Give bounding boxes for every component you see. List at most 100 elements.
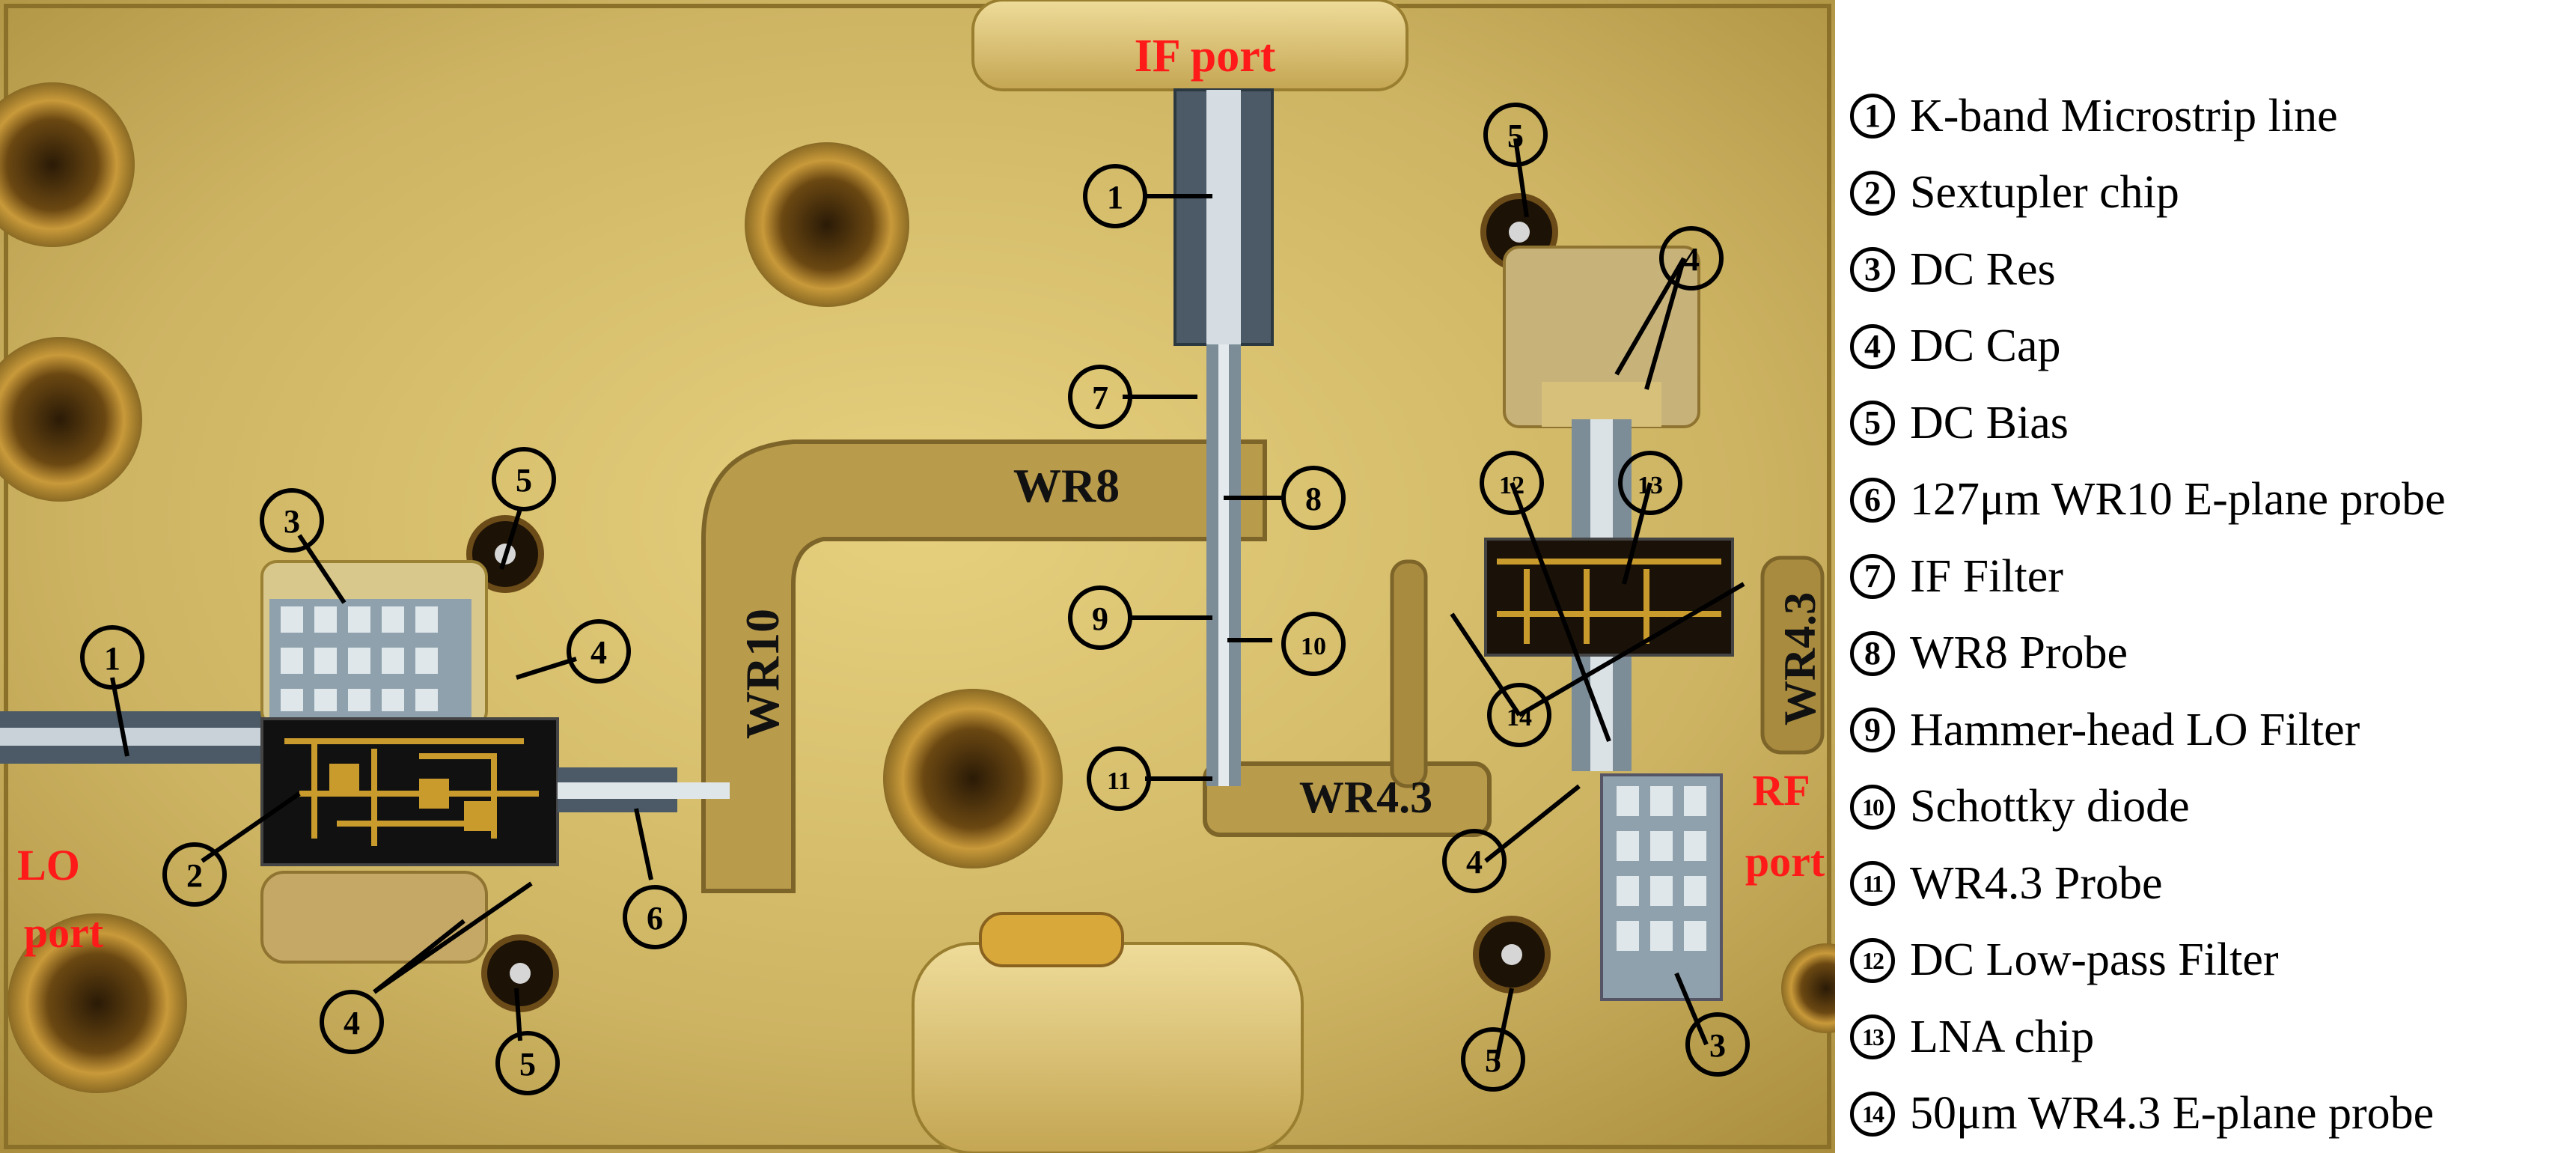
lna-chip <box>1484 538 1734 657</box>
legend-item: 3 DC Res <box>1850 232 2056 307</box>
legend-number: 2 <box>1850 170 1895 216</box>
callout-2: 2 <box>162 842 227 907</box>
legend-text: 127μm WR10 E-plane probe <box>1910 474 2446 525</box>
callout-4-right-top: 4 <box>1659 226 1724 290</box>
legend-item: 6 127μm WR10 E-plane probe <box>1850 463 2446 538</box>
wr43-v-label: WR4.3 <box>1775 592 1825 725</box>
svg-text:3: 3 <box>284 503 300 540</box>
callout-9: 9 <box>1068 585 1132 650</box>
svg-text:11: 11 <box>1107 767 1131 795</box>
callout-5-left-bottom: 5 <box>495 1031 560 1095</box>
legend-number: 9 <box>1850 708 1895 752</box>
callout-1-left: 1 <box>80 625 144 690</box>
svg-text:6: 6 <box>647 900 663 937</box>
leader-lines <box>110 138 1745 1060</box>
wr43-left-slot <box>1390 559 1428 788</box>
legend-text: LNA chip <box>1910 1011 2095 1062</box>
callout-6: 6 <box>623 885 687 949</box>
callout-12: 12 <box>1480 451 1544 515</box>
legend-item: 8 WR8 Probe <box>1850 616 2128 691</box>
callout-1-top: 1 <box>1083 164 1147 228</box>
legend-item: 13 LNA chip <box>1850 1000 2094 1074</box>
svg-text:8: 8 <box>1305 481 1322 517</box>
legend-number: 13 <box>1850 1014 1895 1059</box>
legend-item: 4 DC Cap <box>1850 309 2061 384</box>
callout-4-right-bottom: 4 <box>1442 829 1507 893</box>
callout-13: 13 <box>1618 451 1682 515</box>
legend-item: 11 WR4.3 Probe <box>1850 846 2163 921</box>
callout-5-right-top: 5 <box>1483 103 1548 167</box>
svg-text:1: 1 <box>104 640 120 677</box>
legend-text: WR4.3 Probe <box>1910 857 2163 909</box>
legend-number: 3 <box>1850 247 1895 292</box>
svg-text:4: 4 <box>590 634 607 671</box>
legend-text: DC Bias <box>1910 397 2069 448</box>
rf-port-label-line2: port <box>1745 837 1825 886</box>
wr8-label: WR8 <box>1013 459 1120 512</box>
legend-text: Sextupler chip <box>1910 167 2179 218</box>
svg-text:4: 4 <box>1466 844 1483 880</box>
callout-4-left-top: 4 <box>567 619 631 684</box>
legend-number: 10 <box>1850 784 1895 830</box>
callout-5-left-top: 5 <box>492 447 556 511</box>
svg-text:5: 5 <box>519 1046 536 1083</box>
bottom-block <box>912 942 1304 1153</box>
legend-number: 4 <box>1850 323 1895 369</box>
if-port-label: IF port <box>1135 31 1276 82</box>
svg-text:1: 1 <box>1107 179 1123 216</box>
legend-number: 7 <box>1850 554 1895 599</box>
svg-text:4: 4 <box>1683 241 1700 278</box>
wr10-label: WR10 <box>736 609 789 739</box>
legend-item: 2 Sextupler chip <box>1850 156 2179 231</box>
svg-text:4: 4 <box>344 1005 360 1041</box>
callout-5-right-bottom: 5 <box>1461 1027 1525 1092</box>
svg-text:5: 5 <box>1507 118 1524 154</box>
legend-text: IF Filter <box>1910 550 2063 602</box>
legend-text: K-band Microstrip line <box>1910 90 2338 142</box>
legend-text: Hammer-head LO Filter <box>1910 704 2360 755</box>
svg-text:10: 10 <box>1301 633 1326 660</box>
svg-text:13: 13 <box>1638 472 1663 499</box>
legend-item: 5 DC Bias <box>1850 386 2069 460</box>
legend-number: 11 <box>1850 861 1895 906</box>
svg-text:14: 14 <box>1507 704 1532 731</box>
legend-item: 1 K-band Microstrip line <box>1850 79 2338 153</box>
legend-item: 7 IF Filter <box>1850 539 2063 614</box>
svg-text:2: 2 <box>186 857 203 894</box>
callout-4-left-bottom: 4 <box>320 990 384 1054</box>
legend-text: DC Cap <box>1910 320 2061 371</box>
legend-number: 8 <box>1850 630 1895 676</box>
legend-item: 12 DC Low-pass Filter <box>1850 923 2279 998</box>
callout-8: 8 <box>1281 466 1346 530</box>
legend-number: 6 <box>1850 477 1895 523</box>
lo-port-label-line2: port <box>24 908 104 957</box>
legend-text: WR8 Probe <box>1910 627 2128 678</box>
callout-3-right: 3 <box>1685 1012 1750 1077</box>
legend-text: DC Low-pass Filter <box>1910 934 2279 985</box>
legend-number: 5 <box>1850 401 1895 445</box>
legend-text: 50μm WR4.3 E-plane probe <box>1910 1088 2435 1139</box>
callout-markers: 1 1 2 3 3 4 4 4 4 5 5 5 5 6 7 8 9 10 11 … <box>80 103 1750 1095</box>
legend-text: Schottky diode <box>1910 781 2190 832</box>
legend-text: DC Res <box>1910 243 2056 295</box>
wr43-h-label: WR4.3 <box>1299 773 1432 822</box>
callout-11: 11 <box>1087 746 1151 811</box>
wr43-right-slot <box>1760 556 1825 755</box>
legend-item: 10 Schottky diode <box>1850 770 2190 845</box>
rf-port-label-line1: RF <box>1752 766 1810 815</box>
svg-text:12: 12 <box>1499 472 1524 499</box>
lo-port-label-line1: LO <box>17 841 80 889</box>
svg-text:5: 5 <box>1485 1042 1501 1079</box>
legend-number: 12 <box>1850 937 1895 983</box>
svg-text:7: 7 <box>1092 380 1108 416</box>
callout-7: 7 <box>1068 365 1132 429</box>
legend-item: 9 Hammer-head LO Filter <box>1850 693 2360 767</box>
callout-10: 10 <box>1281 612 1346 676</box>
callout-14: 14 <box>1487 683 1551 747</box>
module-photo: 1 1 2 3 3 4 4 4 4 5 5 5 5 6 7 8 9 10 11 … <box>0 0 1835 1153</box>
callout-3-left: 3 <box>260 488 324 553</box>
legend-number: 1 <box>1850 94 1895 139</box>
svg-text:3: 3 <box>1709 1027 1726 1064</box>
